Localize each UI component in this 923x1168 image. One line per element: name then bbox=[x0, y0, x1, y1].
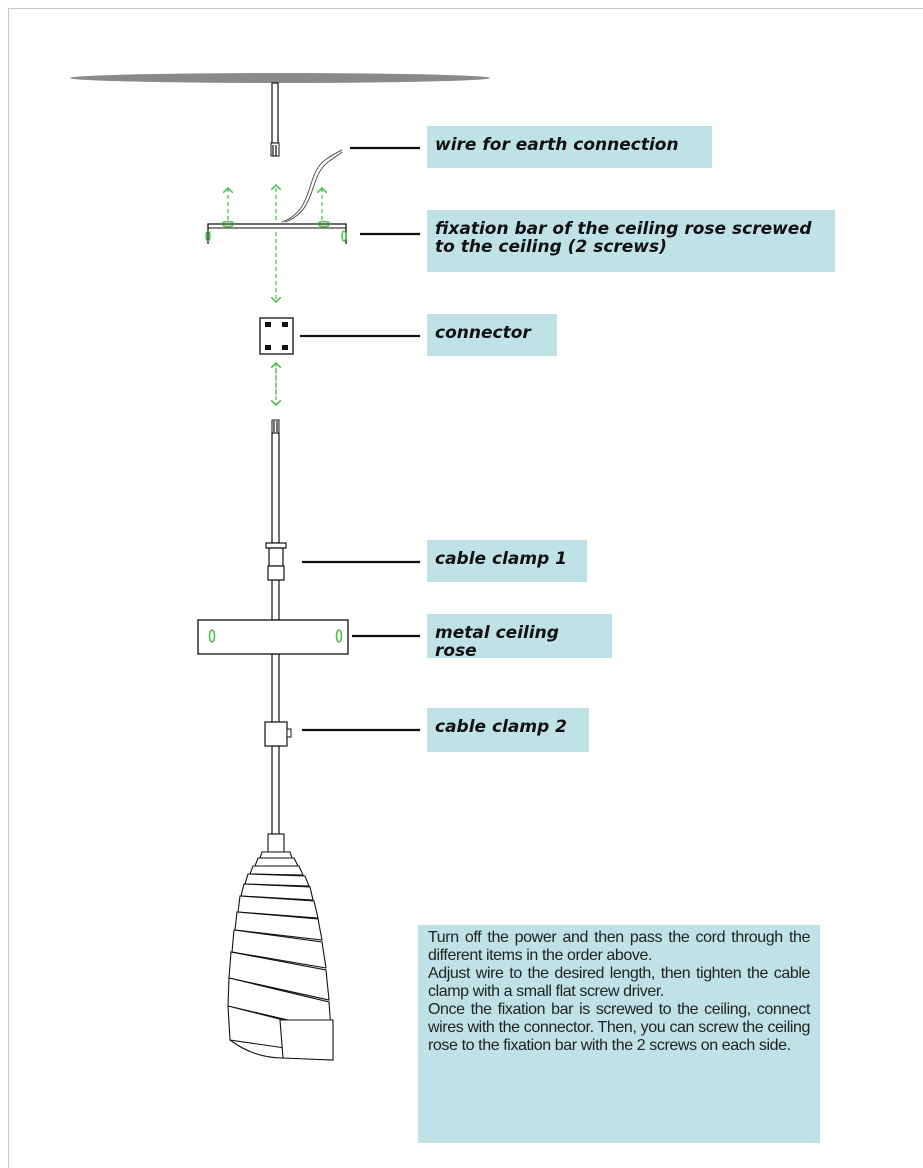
pendant-shade bbox=[227, 833, 334, 1061]
page-frame bbox=[8, 8, 923, 1168]
label-connector: connector bbox=[427, 314, 557, 356]
label-ceiling-rose: metal ceiling rose bbox=[427, 614, 612, 660]
connector-part bbox=[259, 317, 294, 355]
label-cable-clamp-1: cable clamp 1 bbox=[427, 540, 587, 582]
instruction-step-2: Adjust wire to the desired length, then … bbox=[428, 965, 810, 1000]
upper-cord bbox=[270, 82, 280, 157]
cable-clamp-1-part bbox=[265, 542, 287, 581]
label-cable-clamp-2: cable clamp 2 bbox=[427, 708, 589, 752]
label-earth-wire: wire for earth connection bbox=[427, 126, 712, 168]
ceiling-rose-part bbox=[197, 619, 349, 655]
leader-lines bbox=[300, 146, 420, 732]
fixation-bar bbox=[205, 220, 347, 244]
ceiling-disc bbox=[70, 73, 490, 83]
instructions-box: Turn off the power and then pass the cor… bbox=[418, 925, 820, 1143]
cable-clamp-2-part bbox=[264, 721, 292, 747]
instruction-step-3: Once the fixation bar is screwed to the … bbox=[428, 1001, 810, 1054]
label-fixation-bar: fixation bar of the ceiling rose screwed… bbox=[427, 210, 835, 272]
instruction-step-1: Turn off the power and then pass the cor… bbox=[428, 929, 810, 964]
earth-wire bbox=[281, 149, 343, 223]
dashed-arrow-icon bbox=[228, 185, 322, 405]
